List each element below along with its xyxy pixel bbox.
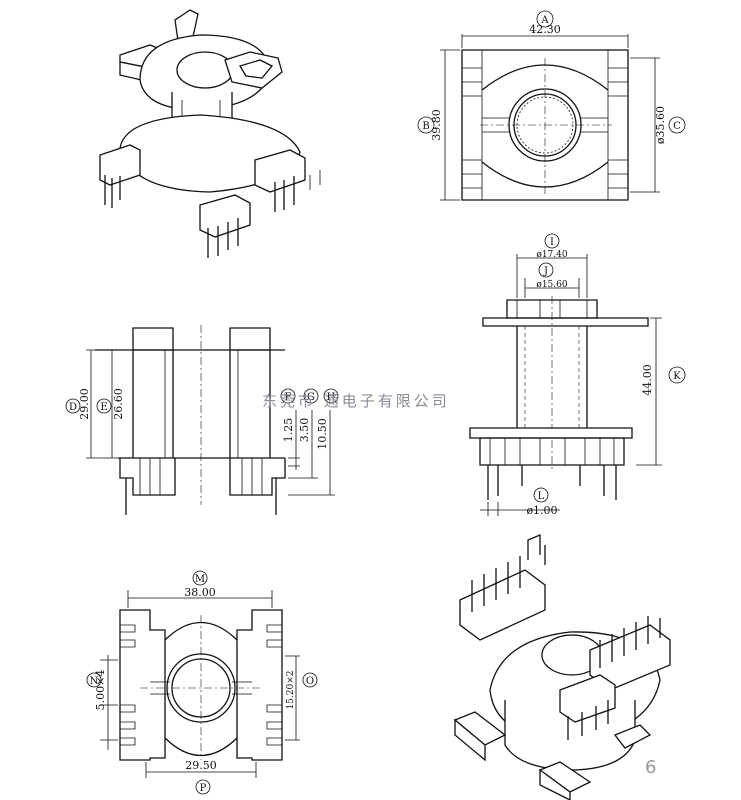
label-l: L	[538, 491, 545, 502]
dim-inner-dia-j: ø15.60	[536, 280, 567, 290]
label-a: A	[540, 15, 549, 26]
dim-inner-e: 26.60	[112, 388, 125, 420]
side-view-right: I ø17.40 J ø15.60 K 44.00 L ø1.00	[469, 233, 686, 517]
label-i: I	[550, 237, 554, 248]
dim-spacing-o: 15.20×2	[286, 670, 296, 709]
bottom-view: M 38.00 N 5.00×4 O 15.20×2 P 29.50	[86, 570, 318, 795]
label-j: J	[543, 266, 548, 277]
pin-legs-iso-top	[309, 170, 321, 190]
dim-h: 10.50	[316, 418, 329, 450]
dim-outer-dia-i: ø17.40	[536, 250, 567, 260]
label-e: E	[100, 402, 107, 413]
label-n: N	[90, 676, 99, 687]
label-c: C	[673, 121, 681, 132]
dim-height-k: 44.00	[641, 364, 654, 396]
dim-f: 1.25	[282, 418, 295, 443]
dim-width-a: 42.30	[529, 23, 561, 36]
company-watermark: 东莞市 通电子有限公司	[262, 392, 450, 410]
iso-view-bottom	[453, 534, 671, 800]
top-view: A 42.30 B 39.80 C ø35.60	[417, 10, 686, 201]
dim-diameter-c: ø35.60	[654, 106, 667, 144]
dim-pin-dia-l: ø1.00	[526, 504, 557, 517]
dim-width-m: 38.00	[184, 586, 216, 599]
dim-pitch-n: 5.00×4	[94, 670, 107, 711]
page-number: 6	[645, 757, 657, 778]
label-p: P	[200, 783, 207, 794]
label-m: M	[195, 574, 205, 585]
label-b: B	[422, 121, 429, 132]
label-d: D	[69, 402, 77, 413]
dim-total-d: 29.00	[78, 388, 91, 420]
label-g: G	[307, 392, 315, 403]
label-o: O	[306, 676, 314, 687]
dim-g: 3.50	[298, 418, 311, 443]
label-f: F	[285, 392, 292, 403]
label-h: H	[327, 392, 336, 403]
dim-height-b: 39.80	[430, 109, 443, 141]
dim-bottom-width-p: 29.50	[185, 759, 217, 772]
label-k: K	[673, 371, 681, 382]
iso-view-top	[99, 9, 306, 258]
side-view-left: D 29.00 E 26.60 F 1.25 G 3.50 H 10.50	[65, 325, 339, 515]
